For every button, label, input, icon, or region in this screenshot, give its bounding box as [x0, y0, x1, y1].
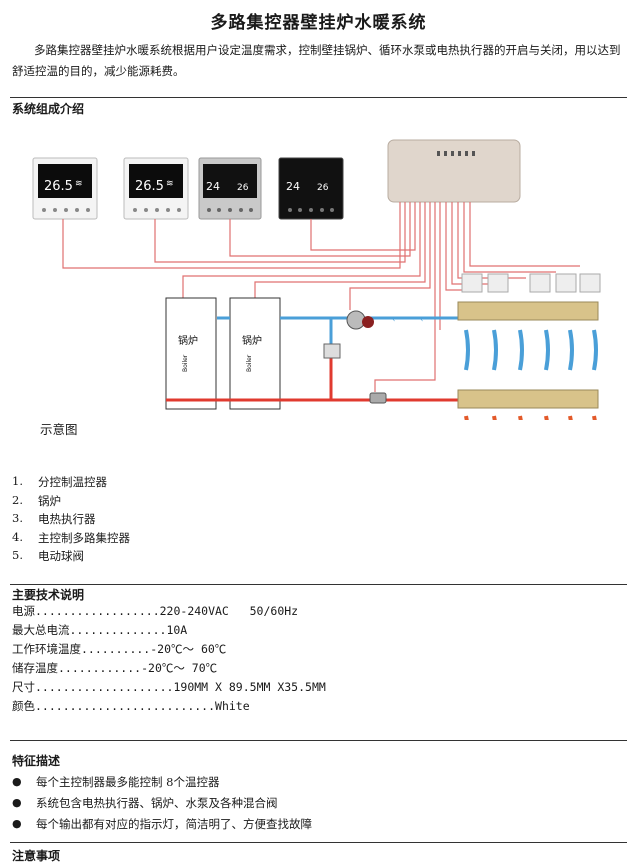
spec-row: 工作环境温度..........-20℃～ 60℃: [12, 642, 227, 656]
boiler-1-en-label: Boiler: [182, 354, 189, 372]
spec-row: 储存温度............-20℃～ 70℃: [12, 661, 218, 675]
list-item: ●每个输出都有对应的指示灯，简洁明了、方便查找故障: [12, 816, 312, 831]
list-item: 5.电动球阀: [12, 548, 84, 563]
section-title-notes: 注意事项: [12, 849, 61, 863]
thermostat-1-reading: 26.5: [44, 179, 73, 194]
boiler-2: 锅炉 Boiler: [229, 297, 281, 410]
list-item: 3.电热执行器: [12, 511, 96, 526]
spec-list: 电源..................220-240VAC 50/60Hz 最…: [12, 603, 326, 717]
features-list: ●每个主控制器最多能控制 8个温控器 ●系统包含电热执行器、锅炉、水泵及各种混合…: [12, 771, 312, 834]
thermostat-1: 26.5 ≋: [32, 157, 98, 220]
thermostat-3: 24 26: [198, 157, 262, 220]
spec-row: 颜色..........................White: [12, 699, 250, 713]
boiler-1: 锅炉 Boiler: [165, 297, 217, 410]
mixing-valve: [323, 343, 341, 359]
page-title: 多路集控器壁挂炉水暖系统: [210, 13, 427, 33]
list-item: 2.锅炉: [12, 492, 61, 508]
motorized-ball-valve: [369, 392, 387, 404]
pump: [346, 310, 374, 330]
divider: [10, 740, 627, 741]
divider: [10, 584, 627, 585]
spec-row: 尺寸....................190MM X 89.5MM X35…: [12, 680, 326, 694]
supply-manifold: [457, 389, 599, 420]
diagram-caption: 示意图: [40, 422, 78, 437]
boiler-1-label: 锅炉: [178, 335, 198, 347]
list-item: ●每个主控制器最多能控制 8个温控器: [12, 774, 220, 789]
thermostat-4-reading-b: 26: [317, 183, 329, 193]
main-controller: [387, 139, 521, 203]
list-item: 4.主控制多路集控器: [12, 529, 130, 545]
bullet-icon: ●: [12, 817, 22, 830]
divider: [10, 842, 627, 843]
bullet-icon: ●: [12, 796, 22, 809]
thermostat-3-reading-b: 26: [237, 183, 249, 193]
section-title-features: 特征描述: [12, 754, 61, 768]
divider: [10, 97, 627, 98]
boiler-2-en-label: Boiler: [246, 354, 253, 372]
list-item: 1.分控制温控器: [12, 474, 107, 489]
bullet-icon: ●: [12, 775, 22, 788]
thermostat-3-reading-a: 24: [206, 180, 220, 193]
thermostat-2: 26.5 ≋: [123, 157, 189, 220]
section-title-tech: 主要技术说明: [12, 588, 85, 602]
hot-pipes: [166, 352, 462, 402]
section-title-composition: 系统组成介绍: [12, 102, 85, 116]
components-list: 1.分控制温控器 2.锅炉 3.电热执行器 4.主控制多路集控器 5.电动球阀: [12, 474, 130, 567]
thermostat-4-reading-a: 24: [286, 180, 300, 193]
spec-row: 最大总电流..............10A: [12, 623, 188, 637]
list-item: ●系统包含电热执行器、锅炉、水泵及各种混合阀: [12, 795, 278, 810]
return-manifold: [457, 273, 601, 371]
spec-row: 电源..................220-240VAC 50/60Hz: [12, 604, 299, 618]
thermostat-4: 24 26: [278, 157, 344, 220]
boiler-2-label: 锅炉: [242, 335, 262, 347]
intro-paragraph: 多路集控器壁挂炉水暖系统根据用户设定温度需求，控制壁挂锅炉、循环水泵或电热执行器…: [12, 43, 621, 78]
thermostat-2-reading: 26.5: [135, 179, 164, 194]
svg-text:≋: ≋: [166, 179, 174, 189]
control-wires: [62, 202, 580, 392]
system-diagram: 26.5 ≋ 26.5 ≋ 24 26 24 26: [32, 139, 601, 420]
svg-text:‹: ‹: [392, 315, 396, 325]
svg-text:‹: ‹: [420, 315, 424, 325]
svg-text:≋: ≋: [75, 179, 83, 189]
